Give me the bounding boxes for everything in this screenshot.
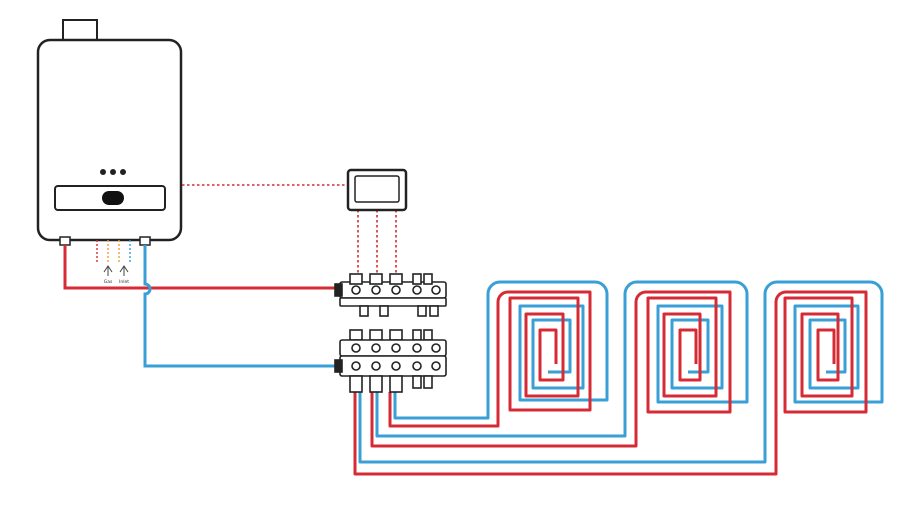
valve-head [412,329,422,341]
valve-knob [371,285,381,295]
boiler-indicator-light [110,169,116,175]
manifold [334,273,447,393]
room-thermostat [346,168,408,212]
boiler-port-label: Gas [104,279,113,285]
loop-1-supply-path [388,290,592,428]
boiler-flue [62,19,98,43]
valve-knob [431,361,441,371]
supply-manifold-base [339,297,447,307]
valve-knob [412,285,422,295]
actuator-head [389,329,403,341]
manifold-outlet [369,375,383,393]
supply-pipe [63,245,340,290]
valve-knob [431,343,441,353]
arrow-up-icon [119,265,129,276]
manifold-outlet [412,375,422,389]
return-pipe [143,245,340,368]
thermostat-screen [354,175,400,203]
manifold-inlet-cap [334,359,343,373]
valve-knob [412,361,422,371]
actuator-head [369,273,383,285]
loop-2-supply-path [370,290,732,448]
boiler-indicator-light [120,169,126,175]
manifold-outlet [389,375,403,393]
manifold-outlet [423,375,433,389]
valve-knob [391,285,401,295]
boiler-indicator-light [100,169,106,175]
control-wiring [182,184,397,282]
boiler-return-connector [139,236,151,246]
valve-knob [391,343,401,353]
valve-knob [351,285,361,295]
actuator-head [389,273,403,285]
actuator-head [349,273,363,285]
manifold-stem [359,305,369,317]
manifold-outlet [349,375,363,393]
heating-loop-2 [370,280,749,448]
valve-head [412,273,422,285]
valve-knob [412,343,422,353]
valve-knob [351,361,361,371]
manifold-inlet-cap [334,283,343,297]
arrow-up-icon [103,265,113,276]
valve-knob [371,361,381,371]
boiler: Gas Inlet [36,19,183,285]
actuator-head [369,329,383,341]
loop-3-supply-path [353,290,868,476]
manifold-stem [417,305,427,317]
manifold-stem [429,305,439,317]
loop-3-return-path [358,280,884,464]
boiler-display [102,191,124,205]
actuator-head [349,329,363,341]
valve-head [423,329,433,341]
valve-knob [351,343,361,353]
valve-knob [391,361,401,371]
valve-knob [371,343,381,353]
valve-head [423,273,433,285]
loop-1-return-path [393,280,609,420]
boiler-outlet-connector [59,236,71,246]
underfloor-loops [353,280,884,476]
heating-loop-3 [353,280,884,476]
heating-loop-1 [388,280,609,428]
valve-knob [431,285,441,295]
manifold-stem [379,305,389,317]
loop-2-return-path [375,280,749,438]
boiler-port-label: Inlet [119,279,129,285]
